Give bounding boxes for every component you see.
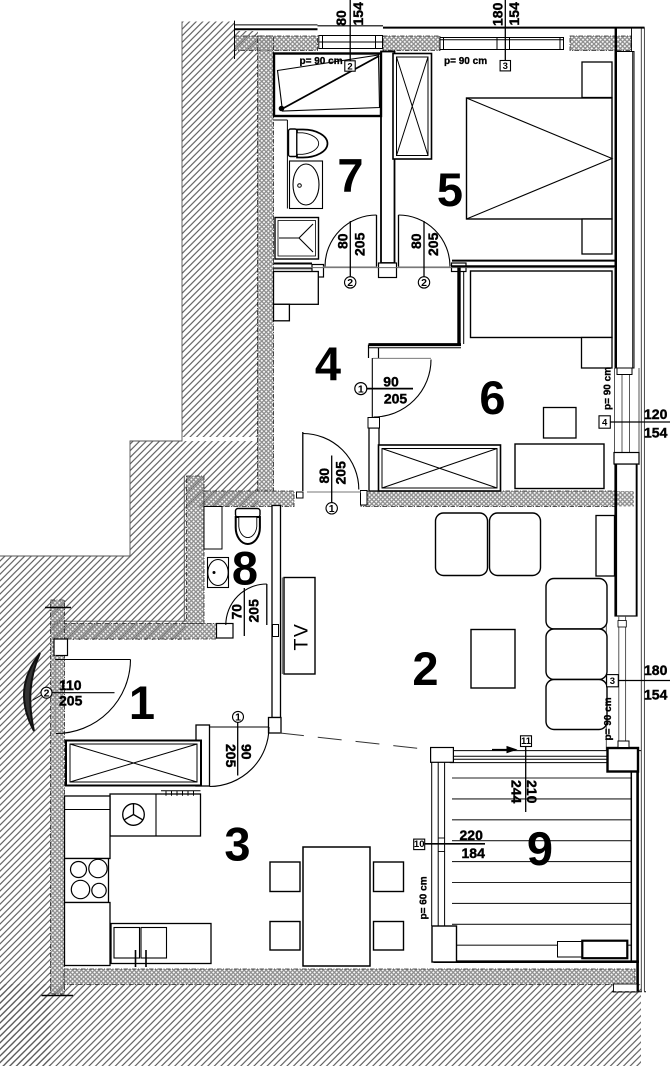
svg-text:5: 5 [437,163,463,216]
svg-text:2: 2 [347,277,353,289]
svg-text:80: 80 [316,468,332,484]
svg-text:80: 80 [333,10,349,26]
svg-text:p= 90 cm: p= 90 cm [444,56,487,67]
svg-text:80: 80 [408,233,424,249]
svg-text:205: 205 [425,232,441,256]
svg-text:p= 90 cm: p= 90 cm [603,367,614,410]
svg-text:TV: TV [291,623,313,651]
svg-text:90: 90 [383,373,399,389]
svg-text:3: 3 [224,818,250,871]
svg-text:180: 180 [644,662,668,678]
svg-text:9: 9 [527,822,553,875]
svg-text:2: 2 [44,687,50,699]
svg-text:2: 2 [412,642,438,695]
svg-text:154: 154 [644,425,668,441]
svg-text:70: 70 [229,604,245,620]
svg-text:80: 80 [335,233,351,249]
svg-text:4: 4 [602,418,608,429]
svg-text:3: 3 [610,676,615,687]
svg-text:184: 184 [462,845,486,861]
svg-text:154: 154 [506,2,522,26]
svg-text:205: 205 [333,461,349,485]
svg-text:210: 210 [524,780,540,804]
svg-text:244: 244 [508,780,524,804]
svg-text:205: 205 [245,599,261,623]
svg-text:11: 11 [521,736,532,747]
svg-text:205: 205 [351,232,367,256]
svg-text:2: 2 [421,277,427,289]
svg-text:8: 8 [232,542,258,595]
svg-text:3: 3 [503,61,508,72]
svg-text:90: 90 [238,744,254,760]
svg-text:205: 205 [59,693,83,709]
svg-text:220: 220 [460,827,484,843]
svg-text:p= 90 cm: p= 90 cm [603,697,614,740]
svg-text:205: 205 [223,744,239,768]
svg-text:154: 154 [644,687,668,703]
svg-text:1: 1 [129,676,155,729]
svg-text:1: 1 [358,384,364,396]
svg-text:6: 6 [479,371,505,424]
svg-text:1: 1 [235,712,241,724]
svg-text:120: 120 [644,406,668,422]
svg-text:110: 110 [59,677,82,693]
svg-text:7: 7 [337,149,363,202]
svg-text:2: 2 [347,62,352,73]
svg-text:10: 10 [414,839,425,850]
svg-text:154: 154 [350,2,366,26]
svg-text:4: 4 [315,337,341,390]
svg-text:p= 90 cm: p= 90 cm [300,56,343,67]
svg-text:205: 205 [384,390,408,406]
svg-text:180: 180 [489,2,505,26]
svg-text:p= 60 cm: p= 60 cm [419,876,430,919]
svg-text:1: 1 [329,503,335,515]
